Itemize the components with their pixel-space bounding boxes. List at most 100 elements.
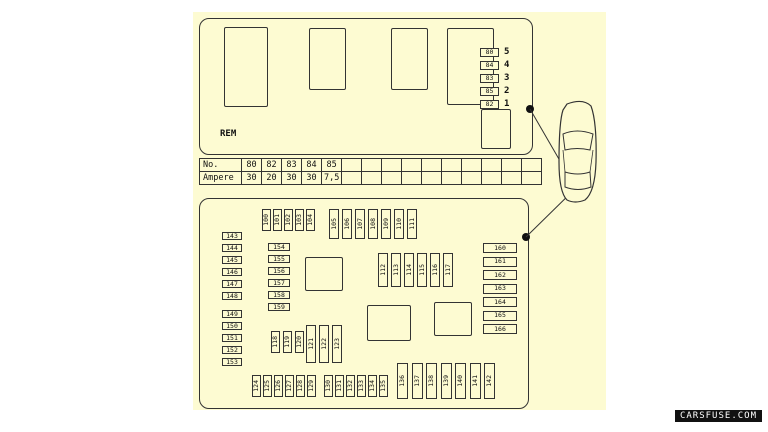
fuse-122: 122 [319, 325, 329, 363]
fuse-132: 132 [346, 375, 355, 397]
fuse-159: 159 [268, 303, 290, 311]
relay-2 [309, 28, 346, 90]
fuse-147: 147 [222, 280, 242, 288]
fuse-84: 84 [480, 61, 499, 70]
car-locator [525, 100, 597, 238]
position-5: 5 [504, 47, 510, 57]
fuse-129: 129 [307, 375, 316, 397]
fuse-116: 116 [430, 253, 440, 287]
fuse-139: 139 [440, 363, 452, 399]
fuse-number-cell [441, 158, 463, 172]
ampere-cell: 7,5 [320, 171, 343, 185]
fuse-134: 134 [368, 375, 377, 397]
fuse-121: 121 [306, 325, 316, 363]
fuse-137: 137 [411, 363, 423, 399]
position-1: 1 [504, 99, 510, 109]
fuse-119: 119 [283, 331, 292, 353]
fuse-155: 155 [268, 255, 290, 263]
ampere-cell: 30 [241, 171, 262, 185]
relay-a [305, 257, 343, 291]
fuse-153: 153 [222, 358, 242, 366]
ampere-cell: 30 [301, 171, 322, 185]
fuse-144: 144 [222, 244, 242, 252]
fuse-106: 106 [342, 209, 352, 239]
fuse-107: 107 [355, 209, 365, 239]
fuse-145: 145 [222, 256, 242, 264]
ampere-cell [441, 171, 463, 185]
fuse-160: 160 [483, 243, 517, 253]
ampere-cell [341, 171, 363, 185]
relay-5 [481, 109, 511, 149]
fuse-125: 125 [263, 375, 272, 397]
position-3: 3 [504, 73, 510, 83]
relay-b [367, 305, 411, 341]
fuse-163: 163 [483, 283, 517, 294]
watermark: CARSFUSE.COM [674, 410, 762, 422]
fuse-85: 85 [480, 87, 499, 96]
fuse-161: 161 [483, 256, 517, 267]
fuse-number-cell: 85 [320, 158, 343, 172]
fuse-101: 101 [273, 209, 282, 231]
fuse-115: 115 [417, 253, 427, 287]
fuse-100: 100 [262, 209, 271, 231]
fuse-number-cell [381, 158, 403, 172]
fuse-136: 136 [397, 363, 408, 399]
relay-c [434, 302, 472, 336]
fuse-number-cell [421, 158, 443, 172]
fuse-number-cell [481, 158, 503, 172]
fuse-158: 158 [268, 291, 290, 299]
ampere-cell [361, 171, 383, 185]
ampere-cell [421, 171, 443, 185]
relay-1 [224, 27, 268, 107]
fuse-140: 140 [455, 363, 466, 399]
position-2: 2 [504, 86, 510, 96]
row-label-no: No. [199, 158, 242, 172]
fuse-number-cell [361, 158, 383, 172]
fuse-127: 127 [285, 375, 294, 397]
fuse-102: 102 [284, 209, 293, 231]
fuse-105: 105 [329, 209, 339, 239]
fuse-118: 118 [271, 331, 280, 353]
fuse-165: 165 [483, 310, 517, 321]
fuse-number-cell: 82 [261, 158, 282, 172]
fuse-123: 123 [332, 325, 342, 363]
fuse-110: 110 [394, 209, 404, 239]
fuse-157: 157 [268, 279, 290, 287]
ampere-cell [461, 171, 483, 185]
fuse-164: 164 [483, 297, 517, 307]
ampere-cell [521, 171, 543, 185]
fuse-number-cell: 84 [301, 158, 322, 172]
fuse-126: 126 [274, 375, 283, 397]
fuse-156: 156 [268, 267, 290, 275]
fuse-135: 135 [379, 375, 388, 397]
fuse-148: 148 [222, 292, 242, 300]
fuse-104: 104 [306, 209, 315, 231]
fuse-152: 152 [222, 346, 242, 354]
fuse-141: 141 [469, 363, 481, 399]
fuse-number-cell [461, 158, 483, 172]
fuse-112: 112 [378, 253, 388, 287]
fuse-82: 82 [480, 100, 499, 109]
fuse-number-cell [501, 158, 523, 172]
fuse-143: 143 [222, 232, 242, 240]
fuse-103: 103 [295, 209, 304, 231]
fuse-146: 146 [222, 268, 242, 276]
fuse-108: 108 [368, 209, 378, 239]
fuse-138: 138 [426, 363, 437, 399]
fuse-111: 111 [407, 209, 417, 239]
fuse-number-cell [401, 158, 423, 172]
fuse-83: 83 [480, 74, 499, 83]
fuse-113: 113 [391, 253, 401, 287]
ampere-cell: 20 [261, 171, 282, 185]
fuse-number-cell [341, 158, 363, 172]
row-label-ampere: Ampere [199, 171, 242, 185]
fuse-80: 80 [480, 48, 499, 57]
ampere-cell [401, 171, 423, 185]
fuse-number-cell: 83 [281, 158, 302, 172]
fuse-109: 109 [381, 209, 391, 239]
fuse-128: 128 [296, 375, 305, 397]
